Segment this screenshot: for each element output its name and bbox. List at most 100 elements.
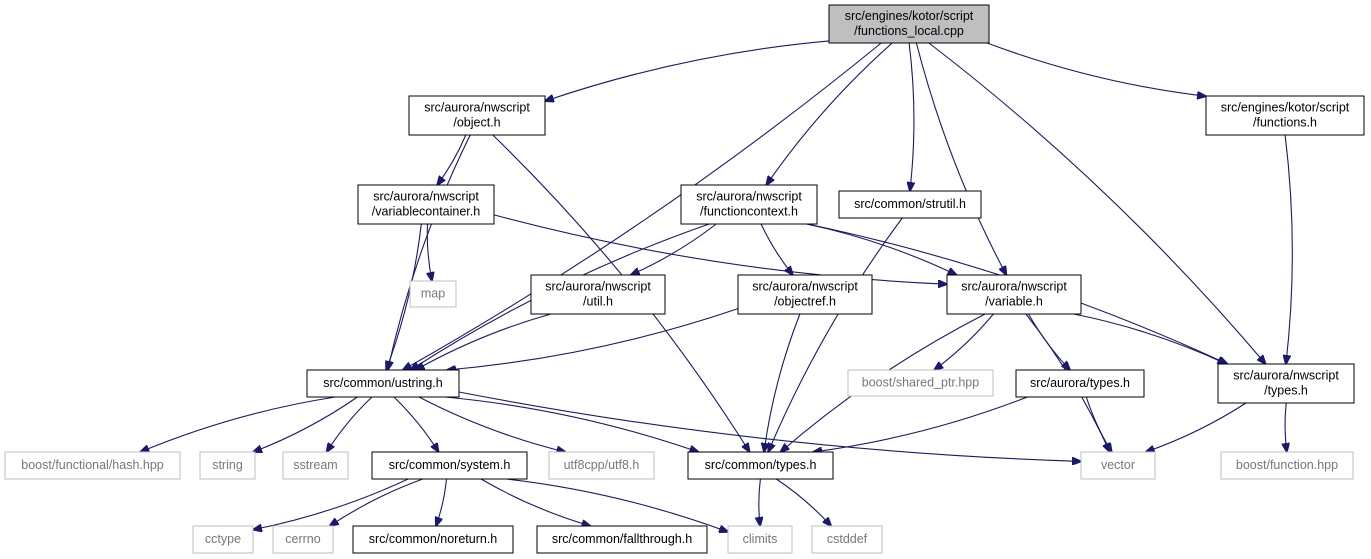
node-functioncontext_h[interactable]: src/aurora/nwscript/functioncontext.h — [680, 184, 818, 225]
nodes-layer: src/engines/kotor/script/functions_local… — [4, 4, 1365, 554]
node-string: string — [199, 451, 256, 480]
edge-ustring_h-to-system_h — [393, 396, 439, 452]
edge-common_types_h-to-climits — [759, 478, 761, 526]
node-box-shared_ptr_hpp — [847, 369, 994, 397]
node-label-cctype-line-0: cctype — [205, 532, 241, 546]
node-label-hash_hpp-line-0: boost/functional/hash.hpp — [21, 458, 164, 472]
edge-functions_local_cpp-to-object_h — [545, 40, 830, 101]
node-objectref_h[interactable]: src/aurora/nwscript/objectref.h — [737, 274, 873, 315]
node-label-function_hpp-line-0: boost/function.hpp — [1236, 458, 1338, 472]
node-box-vector — [1080, 451, 1156, 480]
edge-variable_h-to-aurora_types_h — [1028, 313, 1071, 370]
node-map: map — [409, 280, 457, 308]
node-util_h[interactable]: src/aurora/nwscript/util.h — [530, 274, 666, 315]
edge-variablecontainer_h-to-map — [427, 223, 432, 281]
node-label-variablecontainer_h-line-1: /variablecontainer.h — [372, 204, 480, 218]
node-label-noreturn_h-line-0: src/common/noreturn.h — [369, 532, 498, 546]
node-label-functions_local_cpp-line-0: src/engines/kotor/script — [845, 9, 974, 23]
node-box-string — [199, 451, 256, 480]
node-strutil_h[interactable]: src/common/strutil.h — [838, 190, 982, 219]
node-kotor_functions_h[interactable]: src/engines/kotor/script/functions.h — [1205, 95, 1365, 136]
node-label-functioncontext_h-line-0: src/aurora/nwscript — [696, 189, 802, 203]
node-label-object_h-line-1: /object.h — [453, 115, 500, 129]
edge-kotor_functions_h-to-nwscript_types_h — [1285, 134, 1293, 364]
node-functions_local_cpp[interactable]: src/engines/kotor/script/functions_local… — [828, 4, 990, 44]
node-box-variable_h — [946, 274, 1082, 315]
node-label-string-line-0: string — [212, 458, 243, 472]
node-label-aurora_types_h-line-0: src/aurora/types.h — [1030, 376, 1130, 390]
node-box-nwscript_types_h — [1217, 363, 1355, 404]
node-label-variable_h-line-0: src/aurora/nwscript — [961, 279, 1067, 293]
node-variablecontainer_h[interactable]: src/aurora/nwscript/variablecontainer.h — [357, 184, 495, 225]
node-box-object_h — [408, 95, 546, 136]
node-cctype: cctype — [192, 525, 254, 554]
edge-system_h-to-cerrno — [330, 478, 423, 526]
node-climits: climits — [727, 525, 793, 554]
node-box-kotor_functions_h — [1205, 95, 1365, 136]
node-label-nwscript_types_h-line-1: /types.h — [1264, 383, 1308, 397]
node-box-fallthrough_h — [536, 525, 708, 554]
node-nwscript_types_h[interactable]: src/aurora/nwscript/types.h — [1217, 363, 1355, 404]
node-label-functioncontext_h-line-1: /functioncontext.h — [700, 204, 798, 218]
node-label-objectref_h-line-1: /objectref.h — [774, 294, 836, 308]
node-box-cerrno — [272, 525, 334, 554]
node-label-util_h-line-1: /util.h — [583, 294, 613, 308]
node-label-objectref_h-line-0: src/aurora/nwscript — [752, 279, 858, 293]
edge-ustring_h-to-string — [253, 396, 358, 452]
node-label-cstddef-line-0: cstddef — [827, 532, 868, 546]
node-system_h[interactable]: src/common/system.h — [371, 451, 528, 480]
node-label-variablecontainer_h-line-0: src/aurora/nwscript — [373, 189, 479, 203]
node-box-util_h — [530, 274, 666, 315]
edge-variablecontainer_h-to-ustring_h — [386, 223, 422, 370]
edge-util_h-to-ustring_h — [416, 313, 552, 370]
node-hash_hpp: boost/functional/hash.hpp — [4, 451, 181, 480]
node-fallthrough_h[interactable]: src/common/fallthrough.h — [536, 525, 708, 554]
edge-ustring_h-to-vector — [458, 391, 1081, 461]
edge-ustring_h-to-hash_hpp — [140, 396, 336, 452]
edge-objectref_h-to-common_types_h — [764, 313, 801, 452]
node-box-hash_hpp — [4, 451, 181, 480]
node-cerrno: cerrno — [272, 525, 334, 554]
node-label-map-line-0: map — [421, 286, 445, 300]
edge-functioncontext_h-to-util_h — [631, 223, 717, 275]
edge-aurora_types_h-to-vector — [1085, 396, 1111, 452]
node-box-function_hpp — [1220, 451, 1354, 480]
edge-functions_local_cpp-to-nwscript_types_h — [928, 42, 1266, 364]
node-box-noreturn_h — [352, 525, 514, 554]
node-shared_ptr_hpp: boost/shared_ptr.hpp — [847, 369, 994, 397]
edge-system_h-to-cctype — [253, 478, 409, 530]
node-label-kotor_functions_h-line-1: /functions.h — [1253, 115, 1317, 129]
node-common_types_h[interactable]: src/common/types.h — [687, 451, 834, 480]
edge-functioncontext_h-to-variable_h — [806, 223, 956, 275]
node-label-system_h-line-0: src/common/system.h — [389, 458, 511, 472]
node-variable_h[interactable]: src/aurora/nwscript/variable.h — [946, 274, 1082, 315]
edge-variable_h-to-shared_ptr_hpp — [934, 313, 994, 370]
edge-object_h-to-ustring_h — [388, 134, 471, 370]
edge-system_h-to-fallthrough_h — [480, 478, 591, 526]
node-sstream: sstream — [282, 451, 349, 480]
node-label-nwscript_types_h-line-0: src/aurora/nwscript — [1233, 368, 1339, 382]
edge-strutil_h-to-common_types_h — [768, 217, 903, 452]
edge-functions_local_cpp-to-kotor_functions_h — [986, 42, 1206, 96]
edge-common_types_h-to-cstddef — [775, 478, 831, 526]
node-label-utf8_h-line-0: utf8cpp/utf8.h — [564, 458, 640, 472]
node-box-climits — [727, 525, 793, 554]
edge-functions_local_cpp-to-ustring_h — [403, 42, 882, 370]
node-label-strutil_h-line-0: src/common/strutil.h — [854, 197, 966, 211]
node-object_h[interactable]: src/aurora/nwscript/object.h — [408, 95, 546, 136]
node-box-sstream — [282, 451, 349, 480]
node-box-cstddef — [811, 525, 883, 554]
edge-ustring_h-to-sstream — [327, 396, 373, 452]
edge-functions_local_cpp-to-functioncontext_h — [766, 42, 893, 185]
node-label-cerrno-line-0: cerrno — [285, 532, 320, 546]
edge-functions_local_cpp-to-strutil_h — [909, 42, 914, 191]
node-label-sstream-line-0: sstream — [293, 458, 337, 472]
node-aurora_types_h[interactable]: src/aurora/types.h — [1015, 369, 1145, 398]
node-label-vector-line-0: vector — [1101, 458, 1135, 472]
node-ustring_h[interactable]: src/common/ustring.h — [306, 369, 460, 398]
node-box-aurora_types_h — [1015, 369, 1145, 398]
node-noreturn_h[interactable]: src/common/noreturn.h — [352, 525, 514, 554]
node-label-functions_local_cpp-line-1: /functions_local.cpp — [854, 24, 964, 38]
edge-system_h-to-climits — [506, 478, 728, 532]
